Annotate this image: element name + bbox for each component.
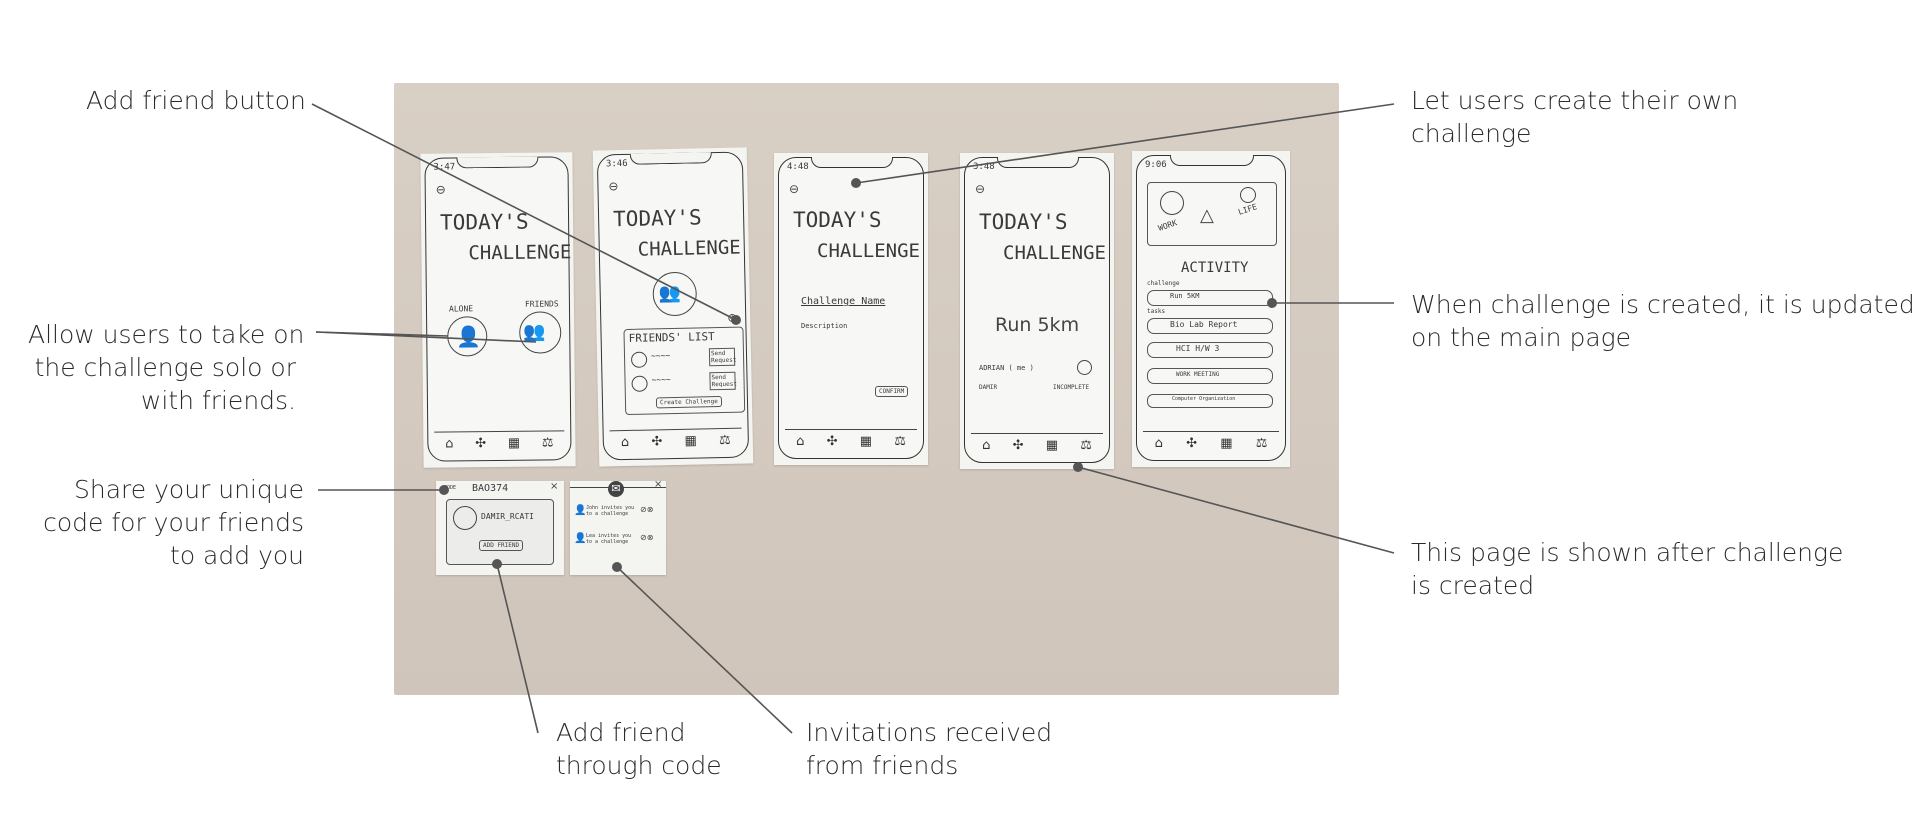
task-item-label: HCI H/W 3	[1176, 344, 1220, 353]
close-icon: ×	[550, 481, 559, 492]
participant-1: ADRIAN ( me )	[979, 364, 1034, 372]
leader-line-invitations	[616, 566, 793, 734]
annotation-add-friend-code: Add friend through code	[556, 718, 722, 780]
leader-line-shown-after	[1077, 466, 1395, 554]
add-friend-code-button: ADD FRIEND	[479, 540, 524, 551]
sketch-create-challenge: 4:48 ⊖ TODAY'S CHALLENGE Challenge Name …	[774, 153, 928, 465]
friend-card: DAMIR_RCATI ADD FRIEND	[446, 499, 554, 565]
sketch-heading-2: CHALLENGE	[817, 240, 920, 262]
activity-title: ACTIVITY	[1181, 260, 1249, 276]
leader-line-add-friend-button	[311, 103, 737, 321]
task-item: WORK MEETING	[1147, 368, 1273, 384]
annotation-add-friend-button: Add friend button	[86, 86, 306, 115]
sketch-heading-1: TODAY'S	[979, 210, 1068, 234]
challenge-title: Run 5km	[995, 314, 1080, 336]
participant-2: DAMIR	[979, 384, 998, 391]
leader-line-add-friend-code	[496, 563, 539, 734]
annotation-share-code: Share your unique code for your friends …	[43, 475, 304, 570]
status-time: 4:48	[787, 162, 809, 172]
annotation-shown-after: This page is shown after challenge is cr…	[1411, 538, 1844, 600]
task-item: Computer Organization	[1147, 394, 1273, 408]
annotation-create-own: Let users create their own challenge	[1411, 86, 1739, 148]
close-icon: ×	[654, 479, 663, 490]
annotation-solo-or-friends: Allow users to take on the challenge sol…	[28, 320, 305, 415]
description-field: Description	[801, 322, 848, 330]
sketch-tabbar: ⌂✣▦⚖	[785, 429, 917, 452]
challenge-section-label: challenge	[1147, 280, 1180, 287]
sketch-invitations: × ✉ 👤 John invites you to a challenge ⊘⊗…	[570, 479, 666, 575]
mail-icon: ✉	[608, 481, 624, 497]
code-label: CODE	[444, 485, 457, 491]
sketch-challenge-created: 3:48 ⊖ TODAY'S CHALLENGE Run 5km ADRIAN …	[960, 153, 1114, 469]
person-icon: 👤	[574, 505, 587, 516]
status-circle	[1077, 360, 1092, 375]
sketch-heading-1: TODAY'S	[793, 208, 882, 232]
annotation-updated-main: When challenge is created, it is updated…	[1411, 290, 1915, 352]
friend-username: DAMIR_RCATI	[481, 512, 534, 521]
avatar	[453, 506, 477, 530]
task-item-label: WORK MEETING	[1176, 371, 1220, 378]
sketch-heading-2: CHALLENGE	[1003, 242, 1106, 264]
back-arrow-icon: ⊖	[789, 182, 800, 196]
tasks-section-label: tasks	[1147, 308, 1166, 315]
task-item-label: Bio Lab Report	[1170, 320, 1238, 329]
task-item-label: Computer Organization	[1172, 396, 1236, 402]
sketch-tabbar: ⌂✣▦⚖	[1143, 431, 1279, 454]
annotation-invitations: Invitations received from friends	[806, 718, 1053, 780]
back-arrow-icon: ⊖	[975, 182, 986, 196]
sketch-add-friend-code: CODE BAO374 × DAMIR_RCATI ADD FRIEND	[436, 481, 564, 575]
leader-line-solo-2	[315, 331, 537, 343]
invitation-1: John invites you to a challenge	[586, 505, 635, 517]
sketch-tabbar: ⌂✣▦⚖	[971, 433, 1103, 456]
status-time: 9:06	[1145, 160, 1167, 170]
code-value: BAO374	[472, 483, 509, 494]
accept-decline-icons: ⊘⊗	[640, 505, 654, 514]
challenge-item: Run 5KM	[1147, 290, 1273, 306]
invitation-2: Lea invites you to a challenge	[586, 533, 632, 545]
task-item: Bio Lab Report	[1147, 318, 1273, 334]
prototype-photo-board: 3:47 ⊖ TODAY'S CHALLENGE ALONE FRIENDS 👤…	[394, 83, 1339, 695]
challenge-item-label: Run 5KM	[1170, 292, 1200, 300]
participant-2-status: INCOMPLETE	[1053, 384, 1090, 391]
task-item: HCI H/W 3	[1147, 342, 1273, 358]
accept-decline-icons: ⊘⊗	[640, 533, 654, 542]
confirm-button: CONFIRM	[875, 386, 909, 397]
leader-line-create-own	[855, 103, 1395, 184]
person-icon: 👤	[574, 533, 587, 544]
sketch-activity: 9:06 △ WORK LIFE ACTIVITY challenge Run …	[1132, 151, 1290, 467]
challenge-name-field: Challenge Name	[801, 296, 886, 307]
work-life-balance-graphic: △ WORK LIFE	[1147, 182, 1277, 246]
status-time: 3:48	[973, 162, 995, 172]
